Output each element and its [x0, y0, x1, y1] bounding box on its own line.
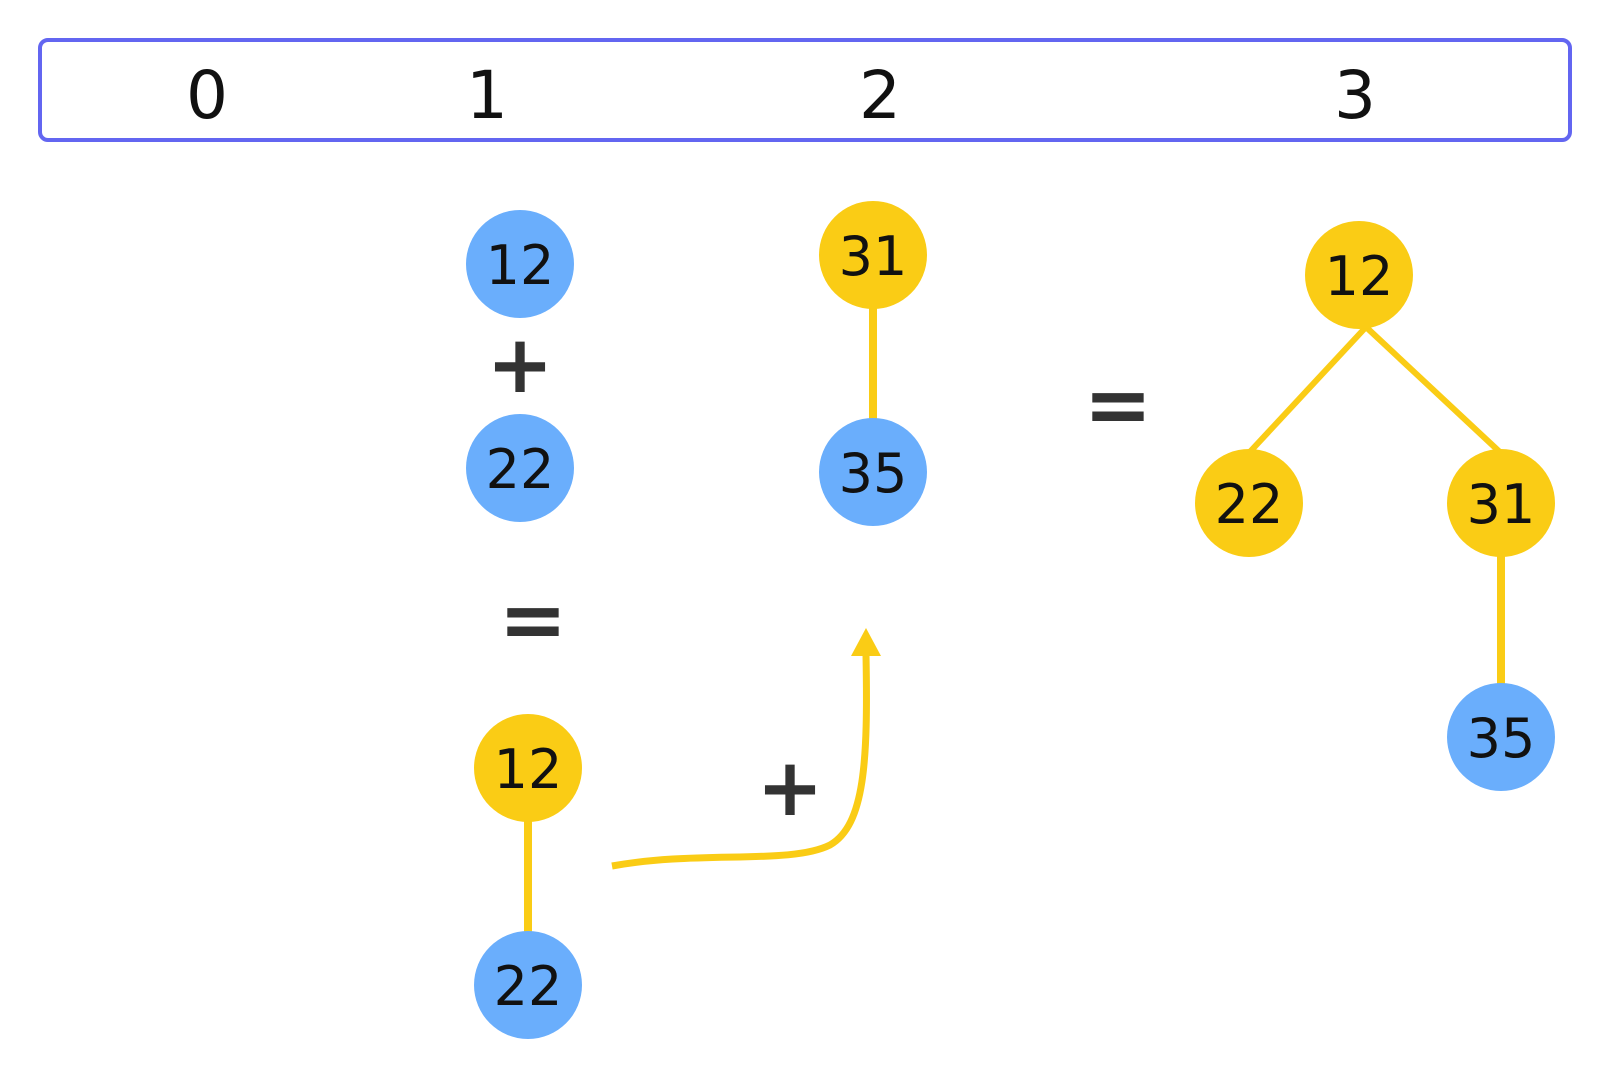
node-result-left-label: 22: [1215, 473, 1284, 536]
node-col2-child-label: 35: [839, 442, 908, 505]
node-result-right: [1447, 449, 1555, 557]
merge-arrowhead: [851, 628, 881, 656]
equals-operator-col1: =: [499, 573, 568, 668]
node-col1-result-child-label: 22: [494, 955, 563, 1018]
index-bar-frame: [38, 38, 1572, 142]
index-label-3: 3: [1334, 57, 1376, 134]
index-label-0: 0: [186, 57, 228, 134]
merge-arrow: [611, 654, 870, 870]
node-result-right-label: 31: [1467, 473, 1536, 536]
edge-result-root-to-left: [1244, 324, 1369, 458]
index-label-1: 1: [466, 57, 508, 134]
node-col1-top: [466, 210, 574, 318]
node-col1-bottom: [466, 414, 574, 522]
node-result-root-label: 12: [1325, 245, 1394, 308]
node-col2-root-label: 31: [839, 225, 908, 288]
node-result-left: [1195, 449, 1303, 557]
index-label-2: 2: [859, 57, 901, 134]
node-result-root: [1305, 221, 1413, 329]
node-col1-result-root-label: 12: [494, 738, 563, 801]
node-result-right-child-label: 35: [1467, 707, 1536, 770]
equals-operator-result: =: [1084, 358, 1153, 453]
node-col2-root: [819, 201, 927, 309]
plus-operator-merge: +: [756, 741, 823, 834]
node-col1-result-root: [474, 714, 582, 822]
node-result-right-child: [1447, 683, 1555, 791]
node-col1-result-child: [474, 931, 582, 1039]
node-col1-top-label: 12: [486, 234, 555, 297]
edge-result-root-to-right: [1363, 324, 1506, 458]
node-col2-child: [819, 418, 927, 526]
node-col1-bottom-label: 22: [486, 438, 555, 501]
plus-operator-col1: +: [486, 318, 553, 411]
